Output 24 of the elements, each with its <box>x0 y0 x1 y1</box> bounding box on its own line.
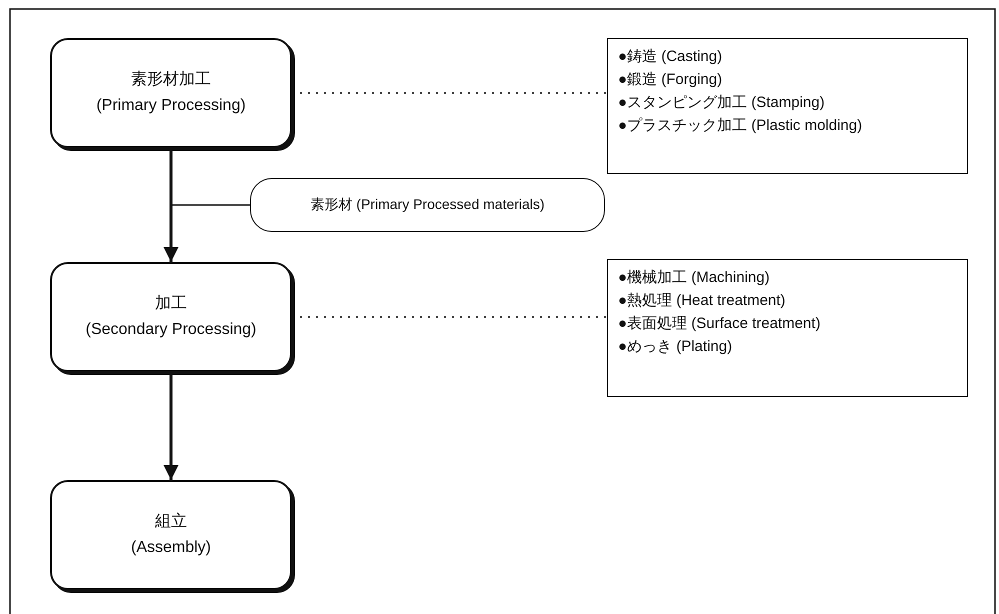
list-box <box>607 259 968 397</box>
leader-line <box>172 204 250 206</box>
list-box <box>607 38 968 174</box>
box-label: (Assembly) <box>130 538 211 558</box>
list-item: ●機械加工 (Machining) <box>618 268 771 288</box>
arrow <box>164 375 178 480</box>
box-label: 組立 <box>155 512 187 532</box>
box-label: (Primary Processing) <box>96 96 246 116</box>
label-pill <box>250 178 605 232</box>
list-item: ●鍛造 (Forging) <box>618 70 724 90</box>
box-label: 素形材加工 <box>131 70 211 90</box>
box-label: 加工 <box>155 294 187 314</box>
box-label: (Secondary Processing) <box>86 320 256 340</box>
list-item: ●鋳造 (Casting) <box>618 47 724 67</box>
list-item: ●熱処理 (Heat treatment) <box>618 291 786 311</box>
process-box <box>50 38 292 148</box>
list-item: ●めっき (Plating) <box>618 337 734 357</box>
list-item: ●スタンピング加工 (Stamping) <box>618 93 826 113</box>
arrow <box>164 151 178 262</box>
box-label: 素形材 (Primary Processed materials) <box>310 196 545 214</box>
list-item: ●プラスチック加工 (Plastic molding) <box>618 116 864 136</box>
list-item: ●表面処理 (Surface treatment) <box>618 314 822 334</box>
process-box <box>50 262 292 372</box>
process-box <box>50 480 292 590</box>
